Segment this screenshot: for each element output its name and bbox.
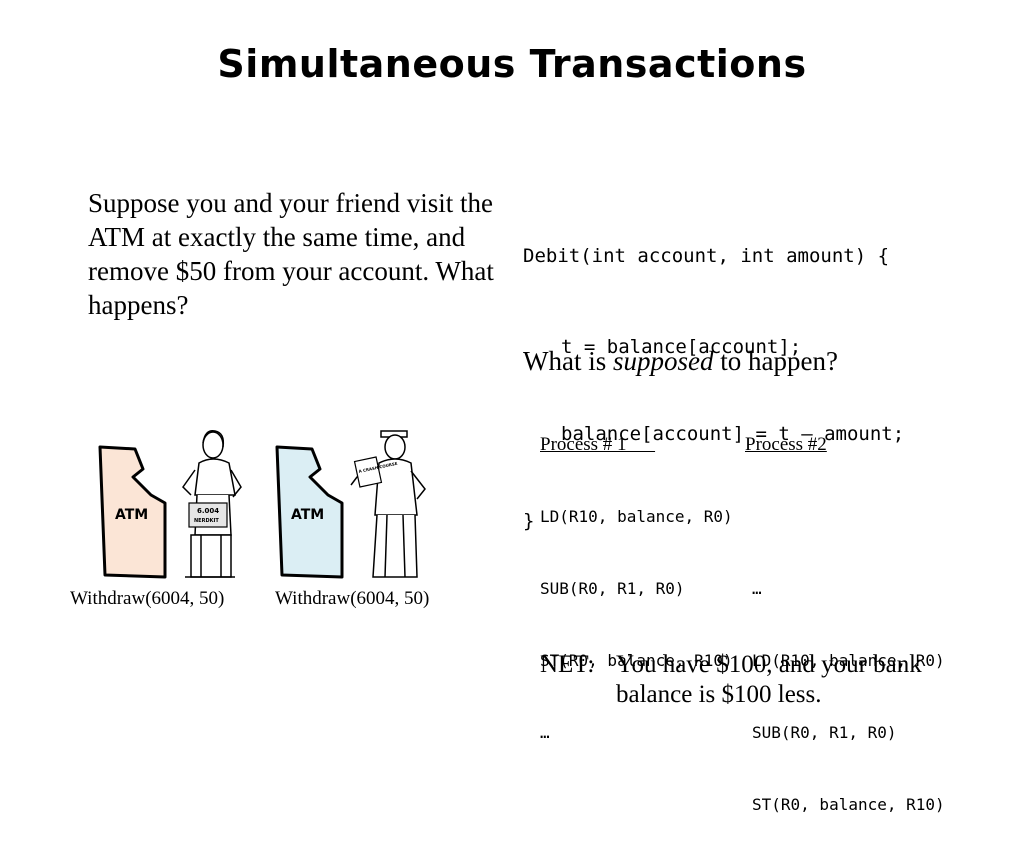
withdraw-caption-left: Withdraw(6004, 50) [70, 588, 225, 609]
question-pre: What is [523, 346, 613, 376]
slide-title: Simultaneous Transactions [217, 42, 807, 86]
process-2-line: SUB(R0, R1, R0) [752, 723, 897, 742]
book-icon [353, 456, 383, 488]
atm-illustration: ATM 6.004 NERDKIT ATM A CRASH COURSE [98, 430, 426, 579]
code-line-close: } [523, 510, 535, 532]
withdraw-caption-right: Withdraw(6004, 50) [275, 588, 430, 609]
nerdkit-label-line2: NERDKIT [194, 518, 219, 524]
process-2-header: Process #2 [745, 434, 827, 455]
atm-1-machine [98, 445, 167, 579]
process-1-instructions: LD(R10, balance, R0) SUB(R0, R1, R0) ST(… [540, 457, 733, 769]
nerdkit-label-line1: 6.004 [197, 507, 219, 515]
process-1-line: LD(R10, balance, R0) [540, 507, 733, 526]
code-line-signature: Debit(int account, int amount) { [523, 245, 890, 267]
process-1-line: … [540, 723, 550, 742]
question-post: to happen? [713, 346, 838, 376]
atm-2-machine [275, 445, 344, 579]
intro-paragraph: Suppose you and your friend visit the AT… [88, 188, 494, 320]
net-text: You have $100, and your bank balance is … [616, 651, 922, 708]
process-2-line: LD(R10, balance, R0) [752, 651, 945, 670]
process-2-line: … [752, 579, 762, 598]
process-1-header: Process # 1 [540, 434, 656, 455]
net-label: NET: [540, 651, 595, 678]
nerdkit-box [188, 502, 228, 528]
person-2-figure [350, 430, 426, 578]
atm-1-label: ATM [115, 507, 148, 523]
question-text: What is supposed to happen? [523, 346, 838, 377]
atm-2-label: ATM [291, 507, 324, 523]
debit-code-block: Debit(int account, int amount) { t = bal… [523, 184, 904, 565]
code-line-write: balance[account] = t – amount; [561, 423, 905, 445]
question-emphasis: supposed [612, 346, 714, 376]
code-line-read: t = balance[account]; [561, 336, 802, 358]
process-1-line: ST(R0, balance, R10) [540, 651, 733, 670]
process-1-line: SUB(R0, R1, R0) [540, 579, 685, 598]
process-2-line: ST(R0, balance, R10) [752, 795, 945, 814]
